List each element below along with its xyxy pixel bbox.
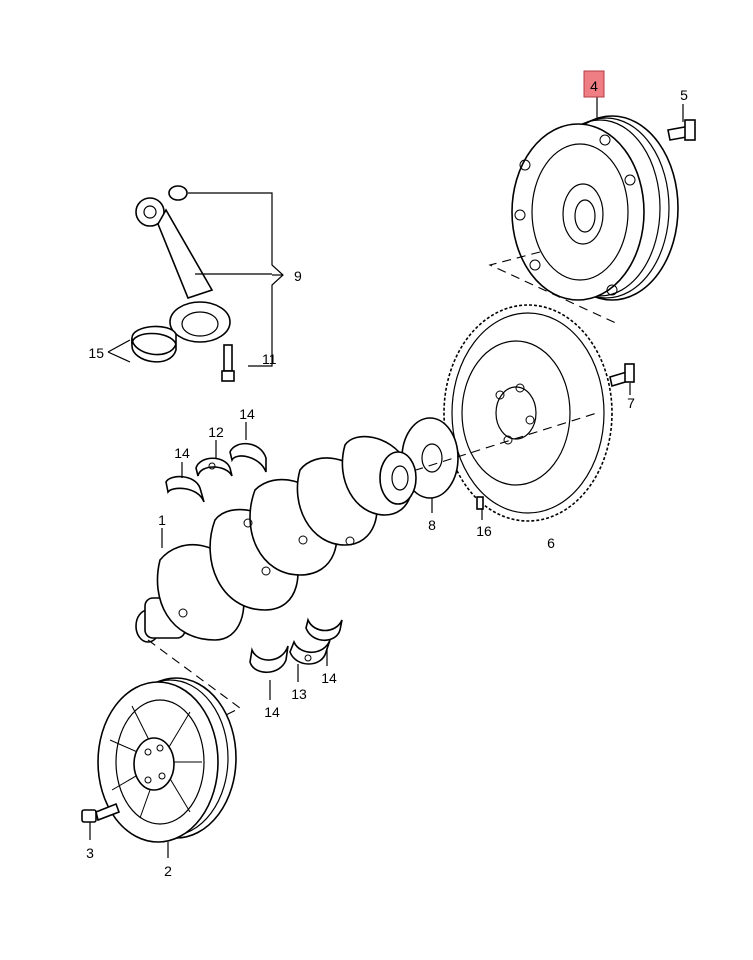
flywheel-ring-gear[interactable] xyxy=(443,304,613,522)
main-bearing-shell-12[interactable] xyxy=(195,457,233,477)
callout-8: 8 xyxy=(428,517,436,533)
main-bearing-shell-14d[interactable] xyxy=(305,617,343,642)
main-bearing-shell-14c[interactable] xyxy=(249,645,289,674)
main-bearing-shell-14b[interactable] xyxy=(229,442,267,473)
connecting-rod[interactable] xyxy=(135,197,231,343)
bearing-shell-15[interactable] xyxy=(131,325,177,363)
crankshaft[interactable] xyxy=(135,435,417,643)
callout-14c: 14 xyxy=(264,704,280,720)
dual-mass-flywheel[interactable] xyxy=(511,115,679,301)
bolt-5[interactable] xyxy=(667,119,696,141)
callout-6: 6 xyxy=(547,535,555,551)
small-end-bush[interactable] xyxy=(168,185,188,201)
callout-3: 3 xyxy=(86,845,94,861)
callout-14b: 14 xyxy=(239,406,255,422)
callout-7: 7 xyxy=(627,395,635,411)
callout-12: 12 xyxy=(208,424,224,440)
callout-4: 4 xyxy=(590,78,598,94)
callout-16: 16 xyxy=(476,523,492,539)
callout-1: 1 xyxy=(158,512,166,528)
callout-15: 15 xyxy=(88,345,104,361)
rod-bolt-11[interactable] xyxy=(221,344,235,382)
callout-14a: 14 xyxy=(174,445,190,461)
callout-5: 5 xyxy=(680,87,688,103)
main-bearing-shell-14a[interactable] xyxy=(165,475,205,503)
bolt-3[interactable] xyxy=(81,802,121,823)
dowel-16[interactable] xyxy=(476,496,484,510)
callout-14d: 14 xyxy=(321,670,337,686)
bolt-7[interactable] xyxy=(609,363,635,388)
callout-11: 11 xyxy=(262,351,277,367)
vibration-damper[interactable] xyxy=(97,677,237,843)
main-bearing-shell-13[interactable] xyxy=(289,639,331,665)
callout-2: 2 xyxy=(164,863,172,879)
part-4-highlight xyxy=(583,70,605,98)
callout-13: 13 xyxy=(291,686,307,702)
callout-9: 9 xyxy=(294,268,302,284)
